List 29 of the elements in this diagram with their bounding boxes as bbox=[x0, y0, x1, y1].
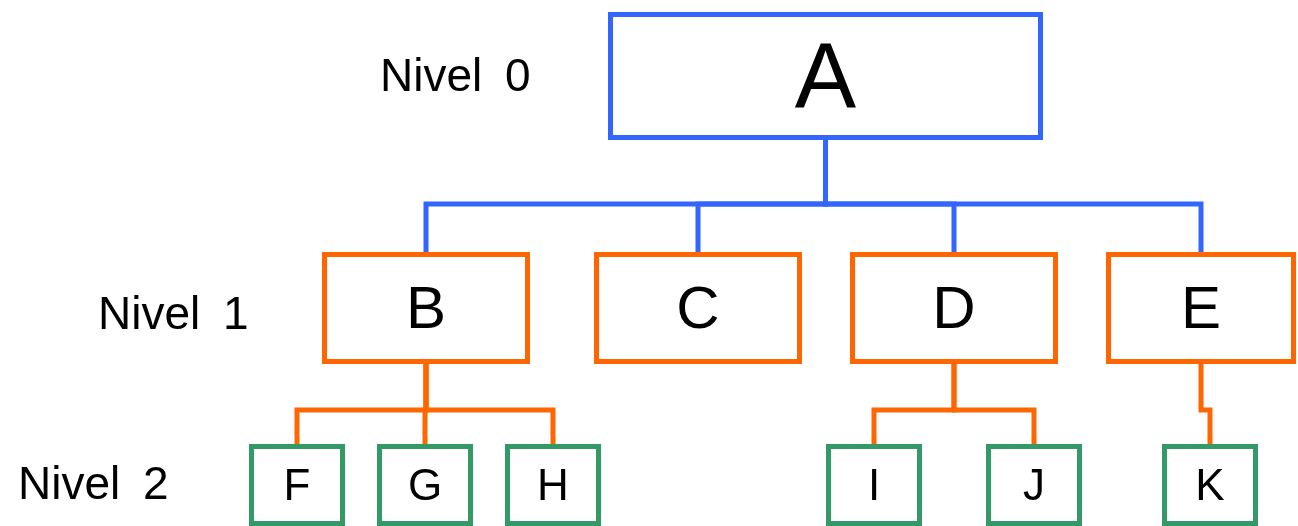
tree-node-box bbox=[826, 444, 922, 526]
connector-line bbox=[951, 364, 1037, 444]
tree-node-box bbox=[1106, 252, 1296, 364]
node-letter: C bbox=[676, 278, 720, 338]
node-letter: A bbox=[794, 30, 857, 122]
tree-node-box bbox=[594, 252, 802, 364]
connector-line bbox=[423, 364, 556, 444]
level-label: Nivel 1 bbox=[98, 286, 249, 340]
tree-node-box bbox=[608, 12, 1043, 140]
tree-node-box bbox=[986, 444, 1082, 526]
node-letter: K bbox=[1195, 463, 1225, 507]
level-label: Nivel 0 bbox=[380, 48, 531, 102]
node-letter: I bbox=[867, 463, 881, 507]
node-letter: G bbox=[407, 463, 443, 507]
connector-line bbox=[823, 140, 1204, 252]
node-letter: E bbox=[1181, 278, 1221, 338]
tree-node-box bbox=[322, 252, 530, 364]
tree-node-box bbox=[377, 444, 473, 526]
tree-node-box bbox=[505, 444, 601, 526]
connector-line bbox=[1198, 364, 1213, 444]
node-letter: F bbox=[283, 463, 311, 507]
node-letter: H bbox=[537, 463, 569, 507]
node-letter: J bbox=[1023, 463, 1045, 507]
node-letter: B bbox=[406, 278, 446, 338]
tree-node-box bbox=[249, 444, 345, 526]
node-letter: D bbox=[932, 278, 976, 338]
tree-node-box bbox=[850, 252, 1058, 364]
level-label: Nivel 2 bbox=[18, 456, 169, 510]
tree-node-box bbox=[1162, 444, 1258, 526]
